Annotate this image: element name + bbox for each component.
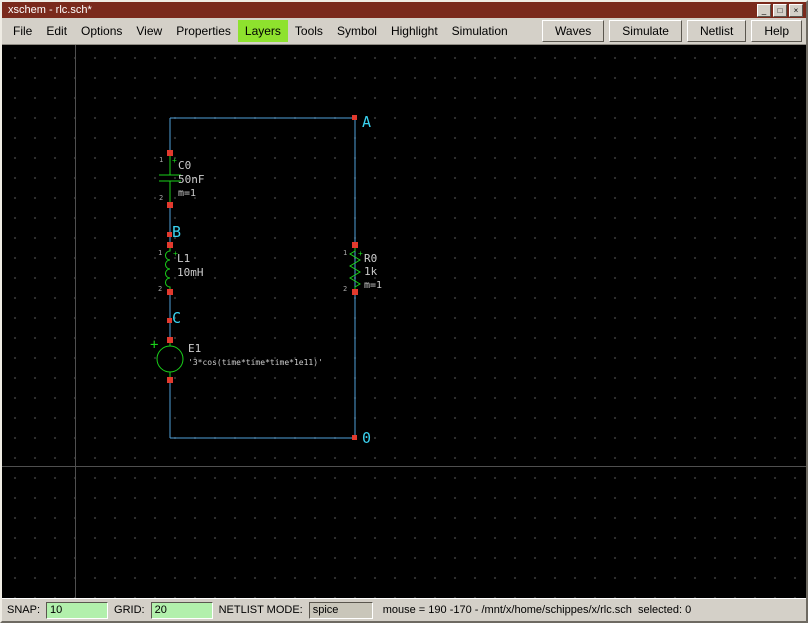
inductor-value[interactable]: 10mH	[177, 266, 204, 279]
resistor-mult[interactable]: m=1	[364, 280, 382, 291]
net-label-c[interactable]: C	[172, 309, 181, 327]
window-title: xschem - rlc.sch*	[8, 4, 92, 16]
menu-edit[interactable]: Edit	[46, 24, 68, 38]
menu-file[interactable]: File	[13, 24, 33, 38]
menu-view[interactable]: View	[136, 24, 163, 38]
snap-input[interactable]	[46, 601, 109, 619]
menu-highlight[interactable]: Highlight	[390, 24, 438, 38]
titlebar[interactable]: xschem - rlc.sch* _ □ ×	[2, 2, 806, 18]
net-label-b-pin-square[interactable]	[167, 232, 172, 237]
capacitor-symbol[interactable]	[159, 151, 181, 205]
menubar: File Edit Options View Properties Layers…	[2, 18, 806, 45]
grid-input[interactable]	[150, 601, 213, 619]
inductor-pin1-number: 1	[158, 249, 162, 257]
menu-options[interactable]: Options	[81, 24, 123, 38]
resistor-ref[interactable]: R0	[364, 252, 377, 265]
capacitor-pin2-number: 2	[159, 194, 163, 202]
capacitor-value[interactable]: 50nF	[178, 173, 205, 186]
net-label-0[interactable]: 0	[362, 429, 371, 447]
simulate-button[interactable]: Simulate	[609, 20, 682, 42]
menu-symbol[interactable]: Symbol	[336, 24, 377, 38]
inductor-pin1-square[interactable]	[167, 242, 173, 248]
menu-simulation[interactable]: Simulation	[451, 24, 508, 38]
wire-net[interactable]	[169, 117, 356, 439]
resistor-pin2-number: 2	[343, 285, 347, 293]
source-pin1-square[interactable]	[167, 337, 173, 343]
net-label-a[interactable]: A	[362, 113, 371, 131]
resistor-pin1-number: 1	[343, 249, 347, 257]
maximize-button[interactable]: □	[773, 3, 787, 17]
capacitor-pin1-square[interactable]	[167, 150, 173, 156]
source-ref[interactable]: E1	[188, 342, 201, 355]
resistor-symbol[interactable]	[349, 245, 361, 292]
capacitor-pin2-square[interactable]	[167, 202, 173, 208]
menu-layers[interactable]: Layers	[237, 20, 288, 42]
x-axis-line	[2, 466, 806, 467]
net-label-c-pin-square[interactable]	[167, 318, 172, 323]
schematic-canvas[interactable]: C0 50nF m=1 1 + 2 L1 10mH 1 + 2 + E1 '3*…	[2, 45, 806, 598]
netlist-mode-input[interactable]	[308, 601, 373, 619]
maximize-icon: □	[777, 5, 783, 15]
net-label-b[interactable]: B	[172, 223, 181, 241]
resistor-value[interactable]: 1k	[364, 265, 378, 278]
resistor-pin1-square[interactable]	[352, 242, 358, 248]
resistor-polarity-mark: +	[358, 249, 363, 258]
resistor-pin2-square[interactable]	[352, 289, 358, 295]
net-label-a-pin-square[interactable]	[352, 115, 357, 120]
y-axis-line	[75, 45, 76, 598]
mouse-coordinates-info: mouse = 190 -170 - /mnt/x/home/schippes/…	[382, 604, 692, 616]
capacitor-ref[interactable]: C0	[178, 159, 191, 172]
inductor-symbol[interactable]	[165, 245, 171, 292]
schematic-drawing: C0 50nF m=1 1 + 2 L1 10mH 1 + 2 + E1 '3*…	[150, 113, 382, 447]
source-value[interactable]: '3*cos(time*time*time*1e11)'	[188, 358, 323, 367]
inductor-pin2-square[interactable]	[167, 289, 173, 295]
inductor-pin2-number: 2	[158, 285, 162, 293]
grid-label: GRID:	[114, 604, 145, 616]
help-button[interactable]: Help	[751, 20, 802, 42]
inductor-ref[interactable]: L1	[177, 252, 190, 265]
net-label-0-pin-square[interactable]	[352, 435, 357, 440]
minimize-button[interactable]: _	[757, 3, 771, 17]
inductor-polarity-mark: +	[173, 249, 178, 258]
waves-button[interactable]: Waves	[542, 20, 605, 42]
menu-tools[interactable]: Tools	[294, 24, 323, 38]
minimize-icon: _	[761, 5, 767, 15]
capacitor-pin1-number: 1	[159, 156, 163, 164]
source-circle[interactable]	[156, 345, 184, 373]
statusbar: SNAP: GRID: NETLIST MODE: mouse = 190 -1…	[2, 598, 806, 621]
netlist-mode-label: NETLIST MODE:	[218, 604, 303, 616]
source-pin2-square[interactable]	[167, 377, 173, 383]
snap-label: SNAP:	[7, 604, 41, 616]
close-button[interactable]: ×	[789, 3, 803, 17]
close-icon: ×	[793, 5, 799, 15]
pin-squares	[167, 115, 358, 440]
source-polarity-mark: +	[150, 337, 158, 353]
capacitor-polarity-mark: +	[172, 156, 177, 165]
netlist-button[interactable]: Netlist	[686, 20, 747, 42]
menu-properties[interactable]: Properties	[176, 24, 231, 38]
capacitor-mult[interactable]: m=1	[178, 188, 196, 199]
